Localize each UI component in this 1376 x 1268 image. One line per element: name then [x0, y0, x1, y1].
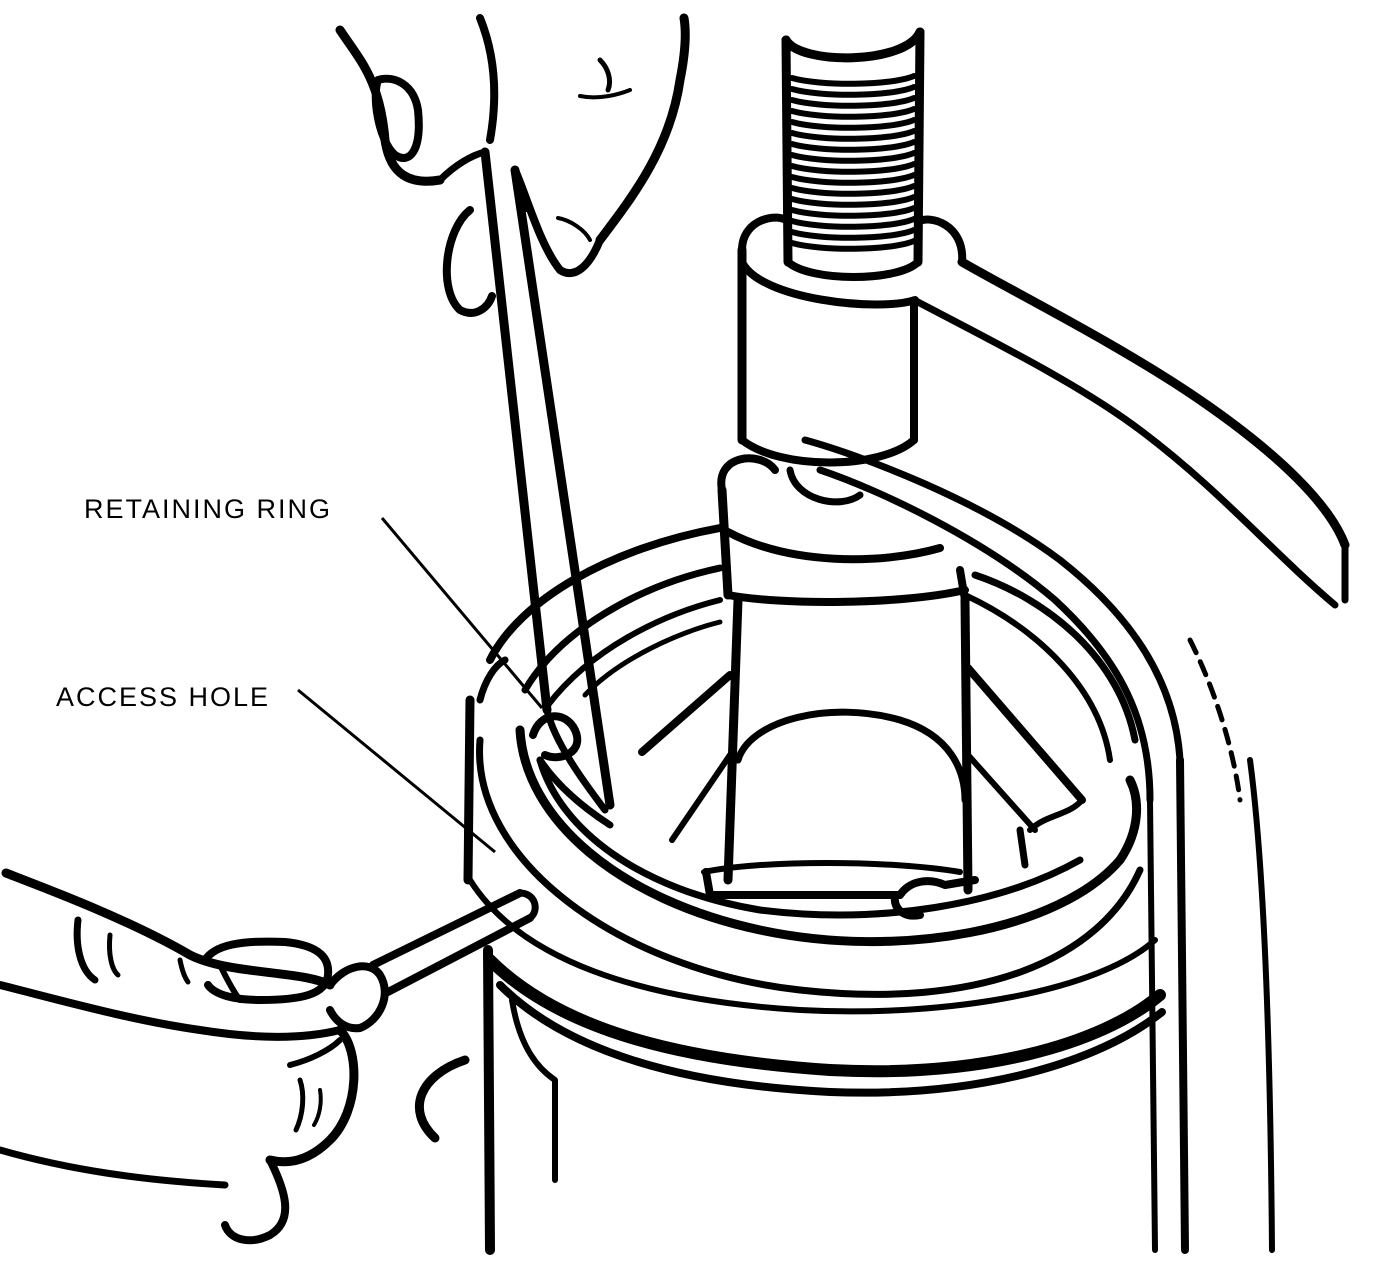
upper-hand — [335, 13, 690, 317]
access-hole-leader — [297, 688, 496, 854]
thread-groove — [789, 183, 917, 197]
threaded-shaft — [781, 27, 925, 281]
access-hole-label: ACCESS HOLE — [56, 682, 270, 712]
callout-access-hole: ACCESS HOLE — [56, 682, 496, 854]
thread-groove — [789, 117, 917, 131]
thread-groove — [789, 128, 917, 142]
probe-pin — [326, 889, 539, 1033]
thread-groove — [789, 150, 917, 164]
retaining-ring — [529, 712, 614, 829]
thread-groove — [789, 73, 917, 87]
thread-groove — [789, 139, 917, 153]
thread-groove — [789, 84, 917, 98]
adapter-tool — [638, 454, 1086, 920]
thread-groove — [789, 194, 917, 208]
thread-groove — [789, 205, 917, 219]
thread-groove — [789, 216, 917, 230]
housing-bore — [414, 524, 1243, 1255]
thread-groove — [789, 106, 917, 120]
screwdriver — [480, 147, 615, 814]
callout-retaining-ring: RETAINING RING — [84, 494, 544, 709]
lower-hand — [0, 868, 359, 1245]
puller-yoke — [737, 213, 1350, 1254]
retaining-ring-label: RETAINING RING — [84, 494, 332, 524]
thread-groove — [789, 161, 917, 175]
retaining-ring-leader — [380, 517, 544, 709]
thread-groove — [789, 95, 917, 109]
thread-groove — [789, 172, 917, 186]
shaft-threads — [789, 73, 917, 252]
thread-groove — [789, 238, 917, 252]
thread-groove — [789, 227, 917, 241]
